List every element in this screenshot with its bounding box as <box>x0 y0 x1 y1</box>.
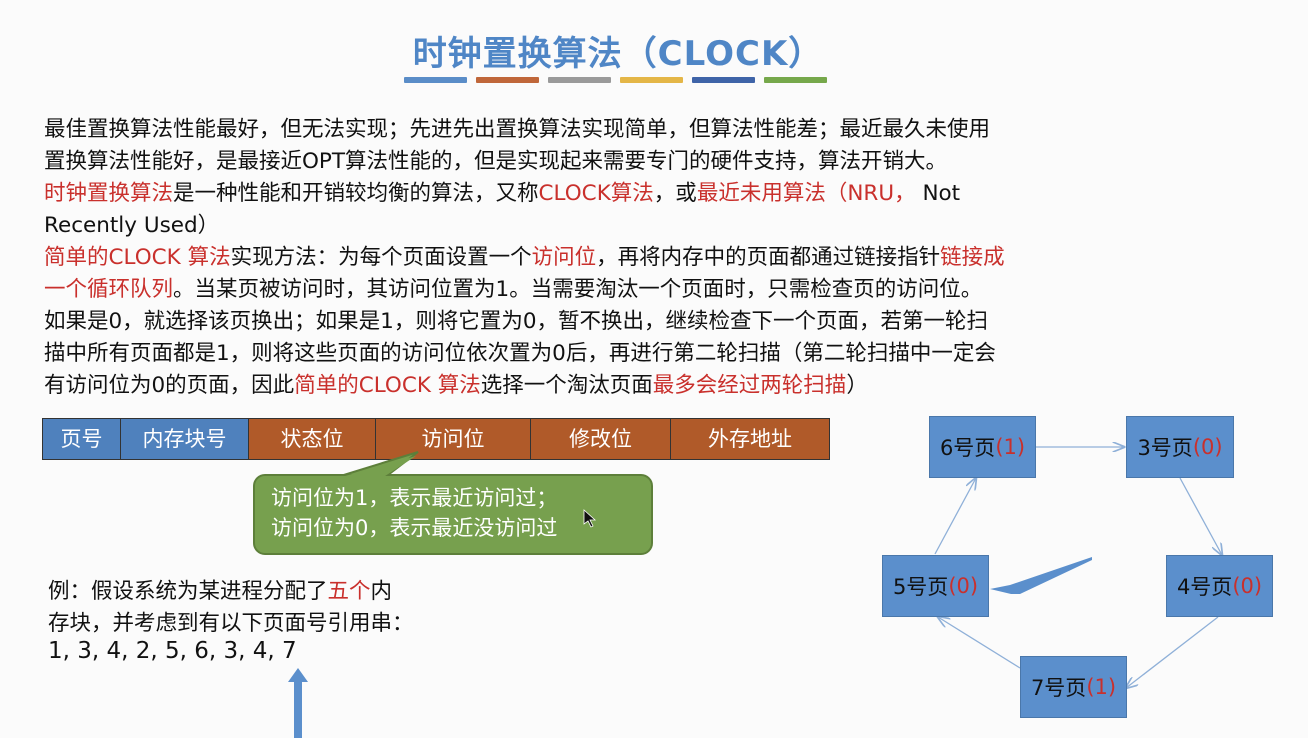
text-segment: 是一种性能和开销较均衡的算法，又称 <box>173 181 539 206</box>
text-segment: 例：假设系统为某进程分配了 <box>48 579 328 604</box>
paragraph-1-line-1: 最佳置换算法性能最好，但无法实现；先进先出置换算法实现简单，但算法性能差；最近最… <box>44 117 991 142</box>
term-simple-clock-2: 简单的CLOCK 算法 <box>294 373 481 398</box>
paragraph-2-line-1: 时钟置换算法是一种性能和开销较均衡的算法，又称CLOCK算法，或最近未用算法（N… <box>44 178 960 210</box>
clock-page-6: 6号页(1) <box>929 416 1036 478</box>
term-clock-replacement: 时钟置换算法 <box>44 181 174 206</box>
title-bar-6 <box>764 77 827 83</box>
title-bar-3 <box>548 77 611 83</box>
text-segment: ，或 <box>653 181 697 206</box>
column-page-number: 页号 <box>43 419 121 459</box>
page-label: 3号页 <box>1137 436 1193 460</box>
term-two-scans: 最多会经过两轮扫描 <box>652 373 847 398</box>
column-status-bit: 状态位 <box>249 419 376 459</box>
text-segment: 有访问位为0的页面，因此 <box>44 373 295 398</box>
term-clock-algorithm: CLOCK算法 <box>538 181 654 206</box>
clock-page-7: 7号页(1) <box>1020 656 1127 718</box>
text-segment: 实现方法：为每个页面设置一个 <box>230 245 532 270</box>
paragraph-1-line-2: 置换算法性能好，是最接近OPT算法性能的，但是实现起来需要专门的硬件支持，算法开… <box>44 149 948 174</box>
access-bit-callout: 访问位为1，表示最近访问过； 访问位为0，表示最近没访问过 <box>253 474 653 555</box>
page-access-bit: (0) <box>1232 574 1263 598</box>
term-nru-abbrev: （NRU， <box>825 181 916 206</box>
paragraph-3-line-1: 简单的CLOCK 算法实现方法：为每个页面设置一个访问位，再将内存中的页面都通过… <box>44 242 1005 274</box>
term-linked: 链接成 <box>940 245 1005 270</box>
paragraph-3-line-5: 有访问位为0的页面，因此简单的CLOCK 算法选择一个淘汰页面最多会经过两轮扫描… <box>44 370 868 402</box>
page-label: 7号页 <box>1030 676 1087 700</box>
term-simple-clock: 简单的CLOCK 算法 <box>44 245 231 270</box>
reference-string: 1, 3, 4, 2, 5, 6, 3, 4, 7 <box>48 638 297 664</box>
paragraph-3-line-3: 如果是0，就选择该页换出；如果是1，则将它置为0，暂不换出，继续检查下一个页面，… <box>44 309 989 334</box>
callout-line-2: 访问位为0，表示最近没访问过 <box>271 516 558 540</box>
term-circular-queue: 一个循环队列 <box>44 277 174 302</box>
term-nru: 最近未用算法 <box>696 181 826 206</box>
clock-page-3: 3号页(0) <box>1126 416 1234 478</box>
callout-line-1: 访问位为1，表示最近访问过； <box>271 486 558 510</box>
example-line-2: 存块，并考虑到有以下页面号引用串： <box>48 611 414 636</box>
text-segment: ） <box>846 373 868 398</box>
text-segment: 。当某页被访问时，其访问位置为1。当需要淘汰一个页面时，只需检查页的访问位。 <box>173 277 983 302</box>
column-access-bit: 访问位 <box>376 419 531 459</box>
term-five-frames: 五个 <box>327 579 371 604</box>
page-access-bit: (0) <box>948 574 979 598</box>
column-swap-address: 外存地址 <box>671 419 829 459</box>
title-underline-bars <box>404 77 827 83</box>
page-access-bit: (0) <box>1192 435 1223 459</box>
text-segment: 内 <box>370 579 393 604</box>
column-modify-bit: 修改位 <box>531 419 671 459</box>
title-bar-4 <box>620 77 683 83</box>
slide-title: 时钟置换算法（CLOCK） <box>412 34 824 74</box>
text-segment: 选择一个淘汰页面 <box>480 373 653 398</box>
paragraph-2-line-2: Recently Used） <box>44 213 220 238</box>
page-access-bit: (1) <box>995 435 1026 459</box>
title-bar-2 <box>476 77 539 83</box>
title-bar-1 <box>404 77 467 83</box>
page-table-entry: 页号 内存块号 状态位 访问位 修改位 外存地址 <box>42 418 830 460</box>
paragraph-3-line-4: 描中所有页面都是1，则将这些页面的访问位依次置为0后，再进行第二轮扫描（第二轮扫… <box>44 341 996 366</box>
title-bar-5 <box>692 77 755 83</box>
paragraph-3-line-2: 一个循环队列。当某页被访问时，其访问位置为1。当需要淘汰一个页面时，只需检查页的… <box>44 274 982 306</box>
clock-page-4: 4号页(0) <box>1166 555 1273 617</box>
text-segment: Not <box>922 181 961 206</box>
clock-page-5: 5号页(0) <box>882 555 989 617</box>
page-label: 5号页 <box>892 575 949 599</box>
page-label: 4号页 <box>1176 575 1233 599</box>
column-frame-number: 内存块号 <box>121 419 249 459</box>
example-line-1: 例：假设系统为某进程分配了五个内 <box>48 576 392 608</box>
text-segment: ，再将内存中的页面都通过链接指针 <box>596 245 941 270</box>
term-access-bit: 访问位 <box>531 245 597 270</box>
page-label: 6号页 <box>939 436 996 460</box>
pointer-arrow-icon <box>288 668 308 738</box>
page-access-bit: (1) <box>1086 675 1117 699</box>
